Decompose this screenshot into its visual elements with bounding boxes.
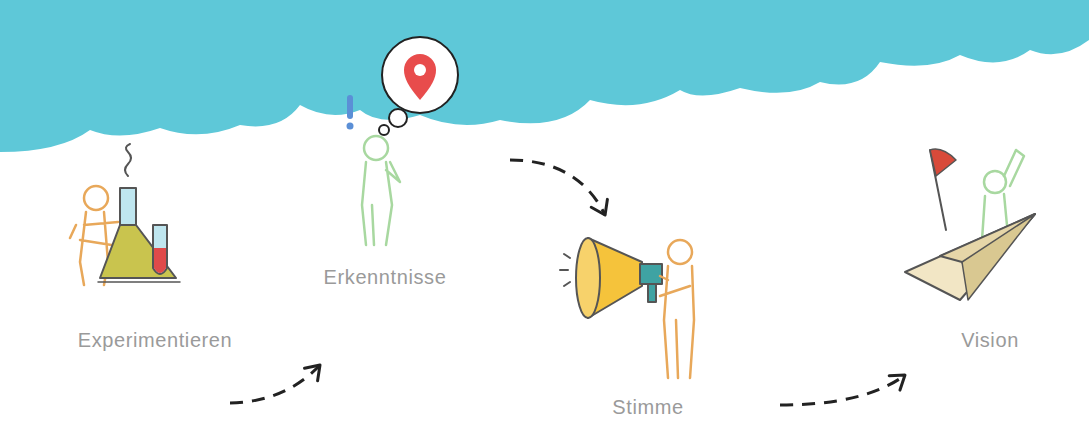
ground-line [98, 281, 180, 283]
figure-head [984, 171, 1006, 193]
location-pin [404, 54, 436, 100]
dashed-arrow [230, 365, 320, 403]
arrow-line [780, 375, 905, 405]
megaphone-grip [648, 284, 656, 302]
arrow-head [305, 365, 320, 381]
step-label: Experimentieren [45, 328, 265, 352]
thought-dot [389, 109, 407, 127]
experiment-figure [70, 144, 180, 285]
flask-top [120, 188, 136, 225]
flag [930, 149, 956, 176]
figure-head [668, 240, 692, 264]
test-tube [153, 225, 167, 274]
arrow-line [510, 160, 605, 215]
step-label: Vision [880, 328, 1089, 352]
megaphone-mouth [576, 238, 600, 318]
figure-head [84, 186, 108, 210]
paper-plane [905, 214, 1035, 300]
flask-body [100, 225, 176, 278]
step-node: Erkenntnisse [320, 80, 510, 370]
steam [125, 144, 131, 176]
megaphone-handle [640, 264, 662, 284]
arrow-head [889, 375, 905, 390]
figure-body [362, 162, 400, 245]
sound-lines [560, 254, 570, 286]
arrow-head [591, 199, 607, 215]
dashed-arrow [510, 160, 607, 215]
dashed-arrow [780, 375, 905, 405]
step-node: Vision [905, 135, 1045, 380]
paper-plane-wing [962, 214, 1035, 300]
cloud [0, 0, 1089, 152]
thought-bubble [382, 37, 458, 113]
insight-figure [347, 37, 459, 245]
location-pin-hole [414, 64, 426, 76]
voice-figure [560, 238, 694, 378]
exclamation-dot [347, 123, 354, 130]
figure-head [364, 136, 388, 160]
step-label: Erkenntnisse [275, 265, 495, 289]
step-node: Experimentieren [55, 150, 230, 410]
step-label: Stimme [538, 395, 758, 419]
step-node: Stimme [570, 215, 780, 420]
arrow-line [230, 365, 320, 403]
exclamation-bar [347, 95, 353, 119]
figure-body [660, 266, 694, 378]
vision-figure [905, 149, 1035, 300]
thought-dot [379, 125, 389, 135]
test-tube-liquid [154, 248, 166, 273]
